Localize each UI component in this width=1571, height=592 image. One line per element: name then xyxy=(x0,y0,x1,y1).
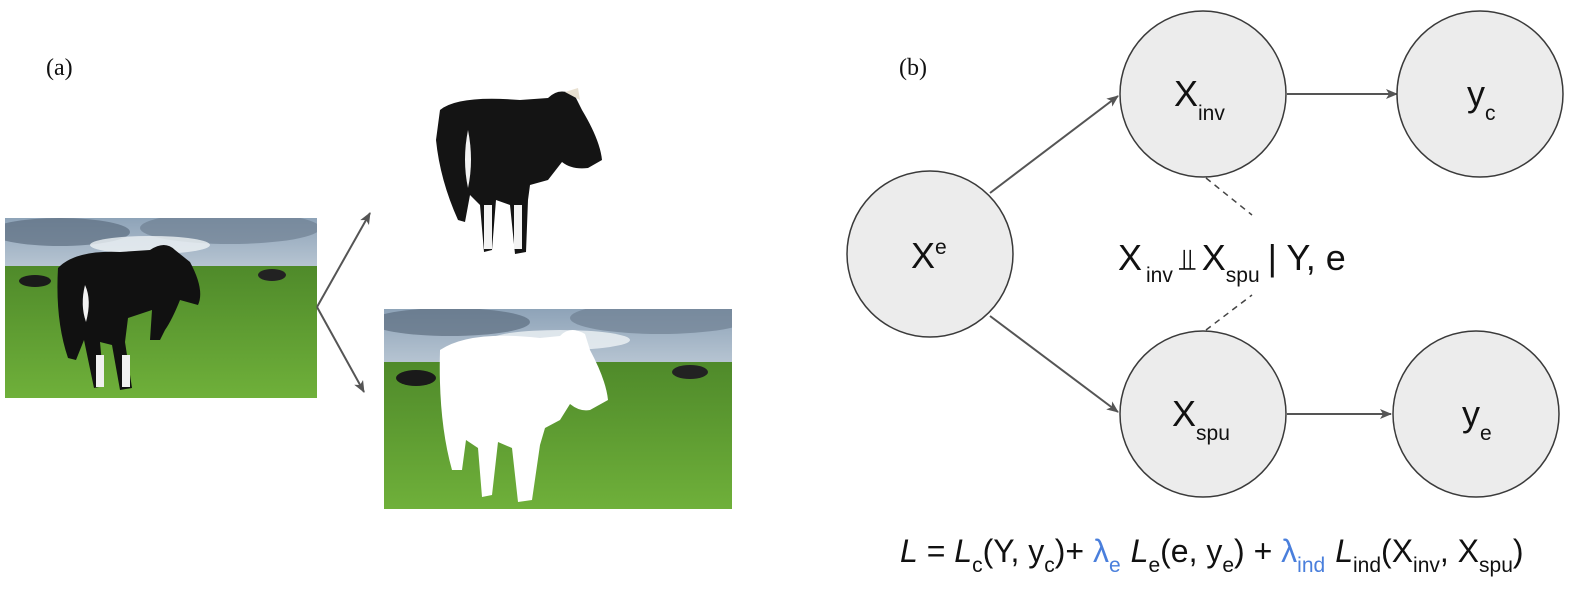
svg-text:Xe: Xe xyxy=(911,235,947,276)
node-y-e-sub: e xyxy=(1480,422,1492,445)
eq-Lc-args-b: )+ xyxy=(1055,533,1093,569)
eq-Lind-args-a: (X xyxy=(1381,533,1413,569)
indep-x-inv: X xyxy=(1118,237,1142,278)
eq-Le-args-b: ) + xyxy=(1234,533,1281,569)
eq-lambda-ind: λ xyxy=(1281,533,1297,569)
arrow-to-foreground xyxy=(316,212,371,308)
node-y-c-main: y xyxy=(1467,73,1485,114)
edge-xe-to-xinv xyxy=(989,95,1119,194)
eq-Lind-args-sub1: inv xyxy=(1413,554,1440,577)
node-x-inv-main: X xyxy=(1174,73,1198,114)
dashed-link-lower xyxy=(1205,294,1253,331)
panel-a-label: (a) xyxy=(46,55,73,81)
dashed-link-upper xyxy=(1205,177,1253,216)
node-x-e-main: X xyxy=(911,235,935,276)
svg-text:ye: ye xyxy=(1462,393,1492,445)
cow-cutout-photo xyxy=(436,88,602,254)
eq-lambda-e-sub: e xyxy=(1109,554,1121,577)
node-x-inv: Xinv xyxy=(1119,10,1287,178)
node-x-spu-main: X xyxy=(1172,393,1196,434)
eq-Lind-args-sub2: spu xyxy=(1479,554,1513,577)
edge-xe-to-xspu xyxy=(989,315,1119,413)
eq-L: L xyxy=(900,533,918,569)
svg-text:Xinv: Xinv xyxy=(1174,73,1225,125)
arrow-to-background xyxy=(316,306,365,393)
eq-lambda-ind-sub: ind xyxy=(1297,554,1325,577)
indep-x-spu-sub: spu xyxy=(1226,264,1260,287)
eq-Le-sub: e xyxy=(1148,554,1160,577)
eq-Lc-args-sub: c xyxy=(1044,554,1055,577)
indep-condition: | Y, e xyxy=(1268,237,1346,278)
cow-in-field-photo xyxy=(5,218,317,398)
node-x-spu: Xspu xyxy=(1119,330,1287,498)
eq-equals: = xyxy=(918,533,954,569)
indep-x-spu: X xyxy=(1202,237,1226,278)
eq-Lc-args-a: (Y, y xyxy=(983,533,1045,569)
eq-Le-args-sub: e xyxy=(1222,554,1234,577)
eq-Le-args-a: (e, y xyxy=(1160,533,1222,569)
node-x-inv-sub: inv xyxy=(1198,102,1225,125)
node-y-c-sub: c xyxy=(1485,102,1496,125)
svg-text:Xspu: Xspu xyxy=(1172,393,1230,445)
eq-Lind-args-mid: , X xyxy=(1440,533,1479,569)
panel-b-label: (b) xyxy=(899,55,927,81)
eq-Lind-sub: ind xyxy=(1353,554,1381,577)
node-x-e: Xe xyxy=(846,170,1014,338)
svg-text:yc: yc xyxy=(1467,73,1496,125)
node-y-c: yc xyxy=(1396,10,1564,178)
eq-lambda-e: λ xyxy=(1093,533,1109,569)
eq-Lc-sub: c xyxy=(972,554,983,577)
field-with-masked-cow-photo xyxy=(384,309,732,509)
node-y-e-main: y xyxy=(1462,393,1480,434)
node-x-spu-sub: spu xyxy=(1196,422,1230,445)
node-y-e: ye xyxy=(1392,330,1560,498)
indep-x-inv-sub: inv xyxy=(1146,264,1173,287)
independence-symbol: ⫫ xyxy=(1178,243,1196,278)
eq-Lc: L xyxy=(954,533,972,569)
eq-Le: L xyxy=(1131,533,1149,569)
node-x-e-sup: e xyxy=(935,236,947,259)
eq-Lind: L xyxy=(1335,533,1353,569)
eq-Lind-args-b: ) xyxy=(1513,533,1524,569)
